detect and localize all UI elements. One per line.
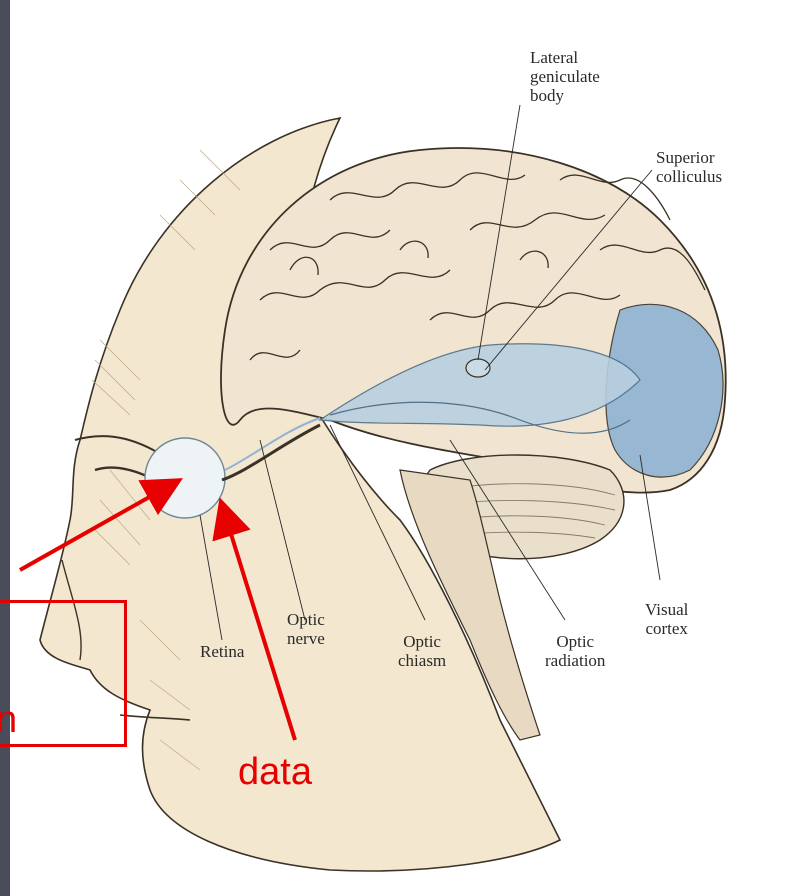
annotation-box	[0, 600, 127, 747]
label-optic-nerve: Optic nerve	[287, 610, 325, 648]
label-optic-radiation: Optic radiation	[545, 632, 605, 670]
eyeball	[145, 438, 225, 518]
label-superior-colliculus: Superior colliculus	[656, 148, 722, 186]
annotation-data-label: data	[238, 752, 312, 792]
label-optic-chiasm: Optic chiasm	[398, 632, 446, 670]
label-retina: Retina	[200, 642, 244, 661]
annotation-cut-letter: n	[0, 700, 17, 740]
label-visual-cortex: Visual cortex	[645, 600, 688, 638]
label-lateral-geniculate-body: Lateral geniculate body	[530, 48, 600, 105]
